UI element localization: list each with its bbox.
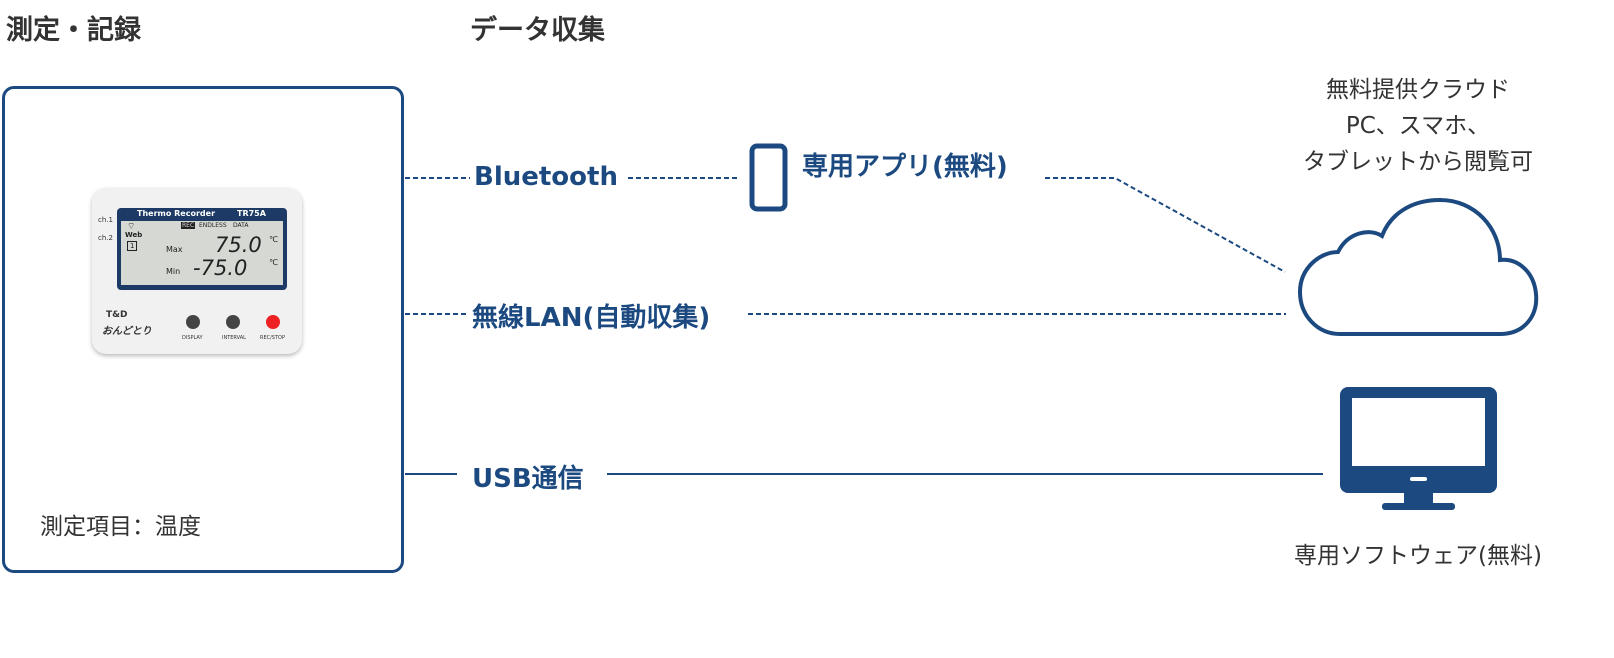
cloud-caption-line: PC、スマホ、 (1345, 113, 1491, 139)
screen-title: Thermo Recorder (137, 209, 216, 218)
brand-jp-logo: おんどとり (102, 326, 152, 337)
cloud-caption: 無料提供クラウド PC、スマホ、 タブレットから閲覧可 (1268, 72, 1568, 180)
display-button (186, 315, 200, 329)
interval-button (226, 315, 240, 329)
web-label: Web (125, 231, 143, 239)
measure-record-heading: 測定・記録 (6, 15, 141, 46)
cloud-caption-line: タブレットから閲覧可 (1303, 149, 1533, 175)
min-unit: ℃ (269, 258, 278, 267)
smartphone-icon (749, 143, 788, 212)
bluetooth-label: Bluetooth (474, 162, 618, 192)
max-label: Max (166, 245, 183, 254)
pc-caption: 専用ソフトウェア(無料) (1294, 543, 1542, 569)
cloud-caption-line: 無料提供クラウド (1326, 77, 1510, 103)
wifi-icon: ⌔ (127, 222, 136, 232)
cloud-icon (1297, 197, 1539, 336)
min-value: -75.0 (193, 256, 248, 280)
data-collection-heading: データ収集 (470, 15, 605, 46)
endless-indicator: ENDLESS (199, 222, 227, 229)
app-to-cloud-line (1045, 177, 1286, 273)
measure-item-label: 測定項目：温度 (40, 514, 201, 540)
interval-label: INTERVAL (222, 335, 246, 341)
device-panel (2, 86, 404, 573)
thermo-recorder-device: ch.1 ch.2 Thermo Recorder TR75A REC ENDL… (92, 188, 302, 354)
rec-stop-button (266, 315, 280, 329)
app-label: 専用アプリ(無料) (802, 152, 1008, 182)
max-unit: ℃ (269, 235, 278, 244)
rec-indicator: REC (181, 222, 196, 229)
screen-model: TR75A (237, 209, 266, 218)
ch1-label: ch.1 (98, 216, 113, 224)
pc-monitor-icon (1340, 387, 1497, 510)
rec-stop-label: REC/STOP (260, 335, 285, 341)
channel-indicator: 1 (127, 241, 138, 251)
brand-logo: T&D (106, 310, 128, 320)
data-indicator: DATA (233, 222, 249, 229)
ch2-label: ch.2 (98, 234, 113, 242)
wlan-label: 無線LAN(自動収集) (472, 303, 711, 333)
usb-label: USB通信 (472, 464, 584, 494)
display-label: DISPLAY (182, 335, 203, 341)
lcd-screen: Thermo Recorder TR75A REC ENDLESS DATA ⌔… (117, 208, 287, 290)
min-label: Min (166, 267, 181, 276)
max-value: 75.0 (215, 233, 262, 257)
